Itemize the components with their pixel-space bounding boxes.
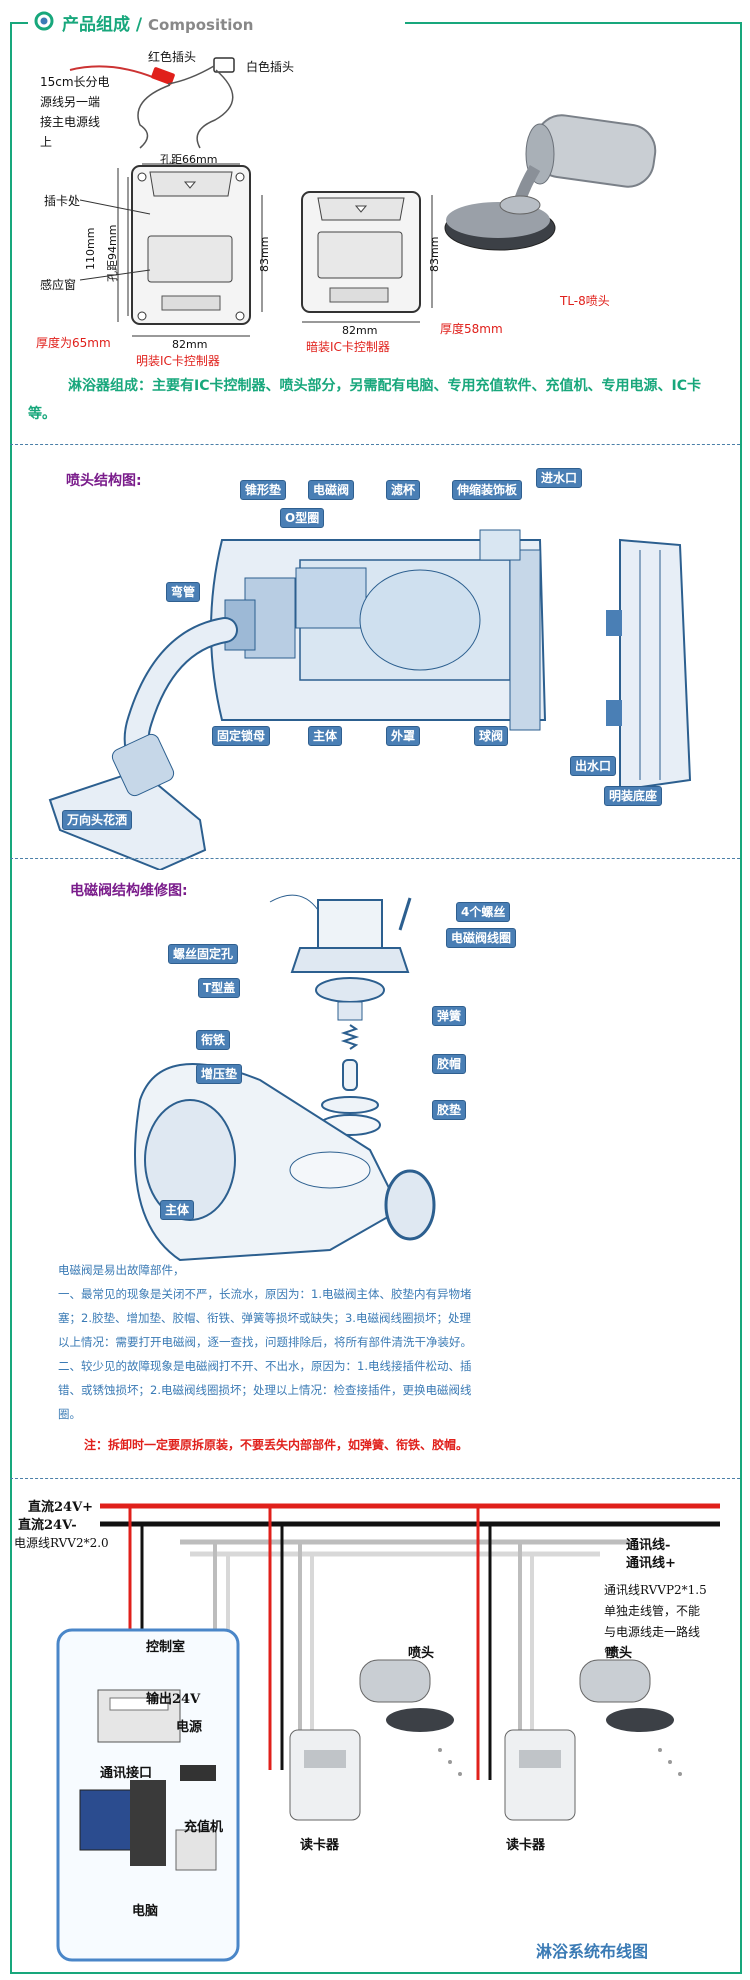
repair-text-line: 电磁阀是易出故障部件，	[58, 1263, 185, 1277]
label-t-cover: T型盖	[198, 978, 241, 998]
label-trim-cover: 伸缩装饰板	[452, 480, 523, 500]
sense-window-label: 感应窗	[40, 278, 77, 292]
label-screws: 4个螺丝	[456, 902, 511, 922]
title-en: Composition	[148, 16, 254, 34]
white-plug-label: 白色插头	[246, 60, 295, 74]
wiring-footer-title: 淋浴系统布线图	[536, 1942, 649, 1961]
comm-note-line: 单独走线管，不能	[604, 1604, 701, 1618]
repair-note: 注：拆卸时一定要原拆原装，不要丢失内部部件，如弹簧、衔铁、胶帽。	[84, 1438, 469, 1452]
concealed-controller-label: 暗装IC卡控制器	[306, 340, 390, 354]
header-rule-right	[405, 22, 740, 24]
repair-text-line: 二、较少见的故障现象是电磁阀打不开、不出水，原因为：1.电线接插件松动、插	[58, 1359, 472, 1373]
repair-text: 电磁阀是易出故障部件， 一、最常见的现象是关闭不严，长流水，原因为：1.电磁阀主…	[58, 1258, 643, 1426]
hole-distance-66: 孔距66mm	[160, 153, 218, 166]
showerhead-structure-drawing	[48, 529, 692, 870]
label-solenoid-valve: 电磁阀	[308, 480, 355, 500]
repair-text-line: 塞；2.胶垫、增加垫、胶帽、衔铁、弹簧等损坏或缺失；3.电磁阀线圈损坏；处理	[58, 1311, 471, 1325]
thickness-65: 厚度为65mm	[36, 336, 111, 350]
control-room-label: 控制室	[146, 1640, 186, 1655]
composition-drawing	[69, 57, 657, 337]
cable-note: 15cm长分电 源线另一端 接主电源线 上	[40, 72, 110, 152]
divider	[10, 444, 740, 445]
divider	[10, 1478, 740, 1479]
label-valve-body: 主体	[160, 1200, 195, 1220]
showerhead-structure-title: 喷头结构图:	[66, 473, 142, 489]
comm-note-line: 管	[604, 1646, 617, 1660]
recharge-label: 充值机	[184, 1820, 224, 1835]
title-sep: /	[130, 15, 149, 35]
label-body: 主体	[308, 726, 343, 746]
reader-2-label: 读卡器	[506, 1838, 546, 1853]
label-elbow: 弯管	[166, 582, 201, 602]
solenoid-repair-title: 电磁阀结构维修图:	[70, 883, 188, 899]
label-exposed-base: 明装底座	[604, 786, 663, 806]
dc-plus-label: 直流24V+	[28, 1500, 94, 1515]
label-coil: 电磁阀线圈	[446, 928, 517, 948]
computer-label: 电脑	[132, 1904, 159, 1919]
wiring-drawing	[56, 1503, 720, 1962]
hole-distance-94: 孔距94mm	[106, 224, 119, 282]
comm-note-line: 与电源线走一路线	[604, 1625, 701, 1639]
repair-text-line: 一、最常见的现象是关闭不严，长流水，原因为：1.电磁阀主体、胶垫内有异物堵	[58, 1287, 472, 1301]
dim-110: 110mm	[84, 227, 97, 270]
label-booster-pad: 增压垫	[196, 1064, 243, 1084]
dc-minus-label: 直流24V-	[18, 1518, 77, 1533]
showerhead-model: TL-8喷头	[560, 294, 610, 308]
comm-minus-label: 通讯线-	[626, 1538, 671, 1553]
label-water-outlet: 出水口	[570, 756, 617, 776]
page-frame	[10, 22, 742, 1974]
comm-plus-label: 通讯线+	[626, 1556, 676, 1571]
dim-82-exposed: 82mm	[172, 338, 208, 351]
label-filter-cup: 滤杯	[386, 480, 421, 500]
title-cn: 产品组成	[62, 15, 130, 35]
dim-83-concealed: 83mm	[428, 236, 441, 272]
page-title: 产品组成 / Composition	[62, 10, 253, 35]
showerhead-2-label: 喷头	[606, 1646, 633, 1661]
red-plug-label: 红色插头	[148, 50, 197, 64]
dim-82-concealed: 82mm	[342, 324, 378, 337]
label-screw-hole: 螺丝固定孔	[168, 944, 239, 964]
cable-note-line: 接主电源线	[40, 115, 101, 129]
repair-text-line: 错、或锈蚀损坏；2.电磁阀线圈损坏；处理以上情况：检查接插件，更换电磁阀线	[58, 1383, 472, 1397]
reader-1-label: 读卡器	[300, 1838, 340, 1853]
comm-interface-label: 通讯接口	[100, 1766, 153, 1781]
label-lock-nut: 固定锁母	[212, 726, 271, 746]
showerhead-1-label: 喷头	[408, 1646, 435, 1661]
label-spring: 弹簧	[432, 1006, 467, 1026]
card-slot-label: 插卡处	[44, 194, 81, 208]
exposed-controller-label: 明装IC卡控制器	[136, 354, 220, 368]
thickness-58: 厚度58mm	[440, 322, 503, 336]
cable-note-line: 上	[40, 135, 53, 149]
brand-logo-icon	[34, 11, 54, 31]
label-rubber-pad: 胶垫	[432, 1100, 467, 1120]
repair-text-line: 圈。	[58, 1407, 81, 1421]
composition-summary: 淋浴器组成：主要有IC卡控制器、喷头部分，另需配有电脑、专用充值软件、充值机、专…	[28, 378, 701, 422]
repair-text-line: 以上情况：需要打开电磁阀，逐一查找，问题排除后，将所有部件清洗干净装好。	[58, 1335, 472, 1349]
label-rubber-cap: 胶帽	[432, 1054, 467, 1074]
solenoid-exploded-drawing	[134, 894, 436, 1262]
label-outer-cover: 外罩	[386, 726, 421, 746]
section-header: 产品组成 / Composition	[10, 6, 740, 36]
power-supply-label: 电源	[176, 1720, 203, 1735]
cable-note-line: 源线另一端	[40, 95, 101, 109]
label-o-ring: O型圈	[280, 508, 325, 528]
power-cable-label: 电源线RVV2*2.0	[14, 1536, 109, 1550]
label-cone-gasket: 锥形垫	[240, 480, 287, 500]
comm-cable-note: 通讯线RVVP2*1.5 单独走线管，不能 与电源线走一路线 管	[604, 1580, 707, 1664]
cable-note-line: 15cm长分电	[40, 75, 110, 89]
comm-note-line: 通讯线RVVP2*1.5	[604, 1583, 707, 1597]
label-universal-head: 万向头花洒	[62, 810, 133, 830]
divider	[10, 858, 740, 859]
label-water-inlet: 进水口	[536, 468, 583, 488]
header-rule-left	[10, 22, 28, 24]
label-armature: 衔铁	[196, 1030, 231, 1050]
dim-83-exposed: 83mm	[258, 236, 271, 272]
label-ball-valve: 球阀	[474, 726, 509, 746]
output-24v-label: 输出24V	[146, 1692, 201, 1707]
